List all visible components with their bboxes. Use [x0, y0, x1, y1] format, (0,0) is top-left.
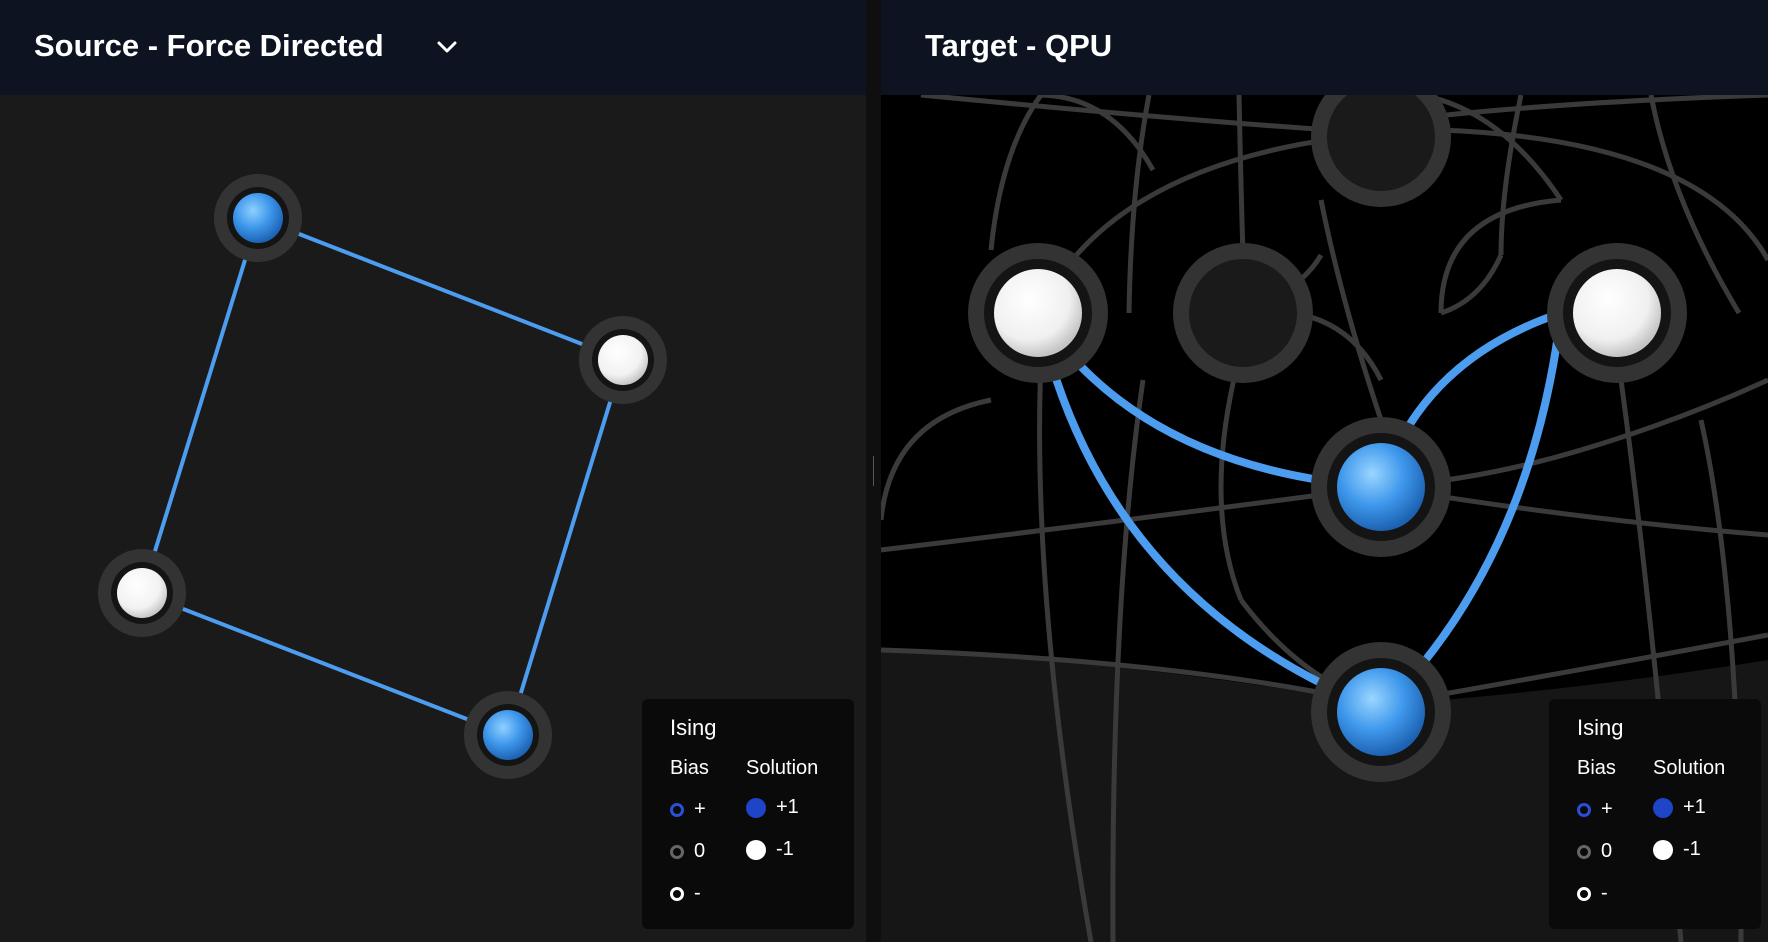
- legend-bias-zero: 0: [670, 840, 705, 863]
- node-plus[interactable]: [464, 691, 552, 779]
- legend-label: +1: [776, 796, 799, 818]
- legend-label: +1: [1683, 796, 1706, 818]
- legend-bias-minus: -: [670, 882, 701, 905]
- legend-label: -1: [776, 838, 794, 860]
- legend-label: -: [694, 882, 701, 904]
- chevron-down-icon: [437, 41, 457, 53]
- qpu-node-plus[interactable]: [1311, 417, 1451, 557]
- qpu-node-empty[interactable]: [1311, 67, 1451, 207]
- qpu-node-plus[interactable]: [1311, 642, 1451, 782]
- target-title: Target - QPU: [925, 28, 1113, 63]
- dot-icon: [1653, 797, 1673, 818]
- legend-label: 0: [1601, 840, 1613, 862]
- edge[interactable]: [140, 217, 260, 594]
- legend-solution-minus: -1: [746, 838, 794, 861]
- ring-icon: [670, 802, 684, 817]
- legend-solution-plus: +1: [1653, 796, 1706, 819]
- source-edges: [140, 216, 625, 737]
- legend-bias-plus: +: [670, 798, 706, 821]
- legend-title: Ising: [670, 715, 717, 740]
- target-graph: [881, 67, 1768, 942]
- edge[interactable]: [506, 359, 625, 736]
- target-header: Target - QPU: [881, 0, 1768, 95]
- source-header: Source - Force Directed: [0, 0, 866, 95]
- legend-title: Ising: [1577, 715, 1624, 740]
- legend-bias-header: Bias: [670, 757, 709, 779]
- edge[interactable]: [141, 591, 509, 737]
- ring-icon: [670, 844, 684, 859]
- legend-solution-header: Solution: [746, 757, 819, 779]
- source-title: Source - Force Directed: [34, 28, 384, 63]
- ring-icon: [670, 886, 684, 901]
- legend-solution-minus: -1: [1653, 838, 1701, 861]
- source-panel: Source - Force Directed: [0, 0, 866, 942]
- qpu-node-minus[interactable]: [1547, 243, 1687, 383]
- ring-icon: [1577, 802, 1591, 817]
- edge[interactable]: [257, 216, 624, 362]
- dot-icon: [746, 839, 766, 860]
- legend-bias-zero: 0: [1577, 840, 1612, 863]
- dot-icon: [746, 797, 766, 818]
- edge[interactable]: [1034, 309, 1385, 714]
- node-plus[interactable]: [214, 174, 302, 262]
- legend-solution-header: Solution: [1653, 757, 1726, 779]
- legend-solution-plus: +1: [746, 796, 799, 819]
- splitter-grip-icon: [873, 456, 874, 486]
- legend-label: -1: [1683, 838, 1701, 860]
- view-dropdown-button[interactable]: [432, 32, 462, 62]
- legend-label: 0: [694, 840, 706, 862]
- target-panel: Target - QPU: [881, 0, 1768, 942]
- node-minus[interactable]: [579, 316, 667, 404]
- ising-legend: Ising Bias Solution + 0 - +1 -1: [642, 699, 854, 929]
- legend-bias-header: Bias: [1577, 757, 1616, 779]
- ring-icon: [1577, 886, 1591, 901]
- source-graph: [98, 174, 667, 779]
- ising-legend: Ising Bias Solution + 0 - +1 -1: [1549, 699, 1761, 929]
- qpu-node-minus[interactable]: [968, 243, 1108, 383]
- legend-label: +: [694, 798, 706, 820]
- node-minus[interactable]: [98, 549, 186, 637]
- legend-label: -: [1601, 882, 1608, 904]
- dot-icon: [1653, 839, 1673, 860]
- legend-bias-plus: +: [1577, 798, 1613, 821]
- qpu-node-empty[interactable]: [1173, 243, 1313, 383]
- ring-icon: [1577, 844, 1591, 859]
- panel-splitter[interactable]: [866, 0, 881, 942]
- legend-label: +: [1601, 798, 1613, 820]
- legend-bias-minus: -: [1577, 882, 1608, 905]
